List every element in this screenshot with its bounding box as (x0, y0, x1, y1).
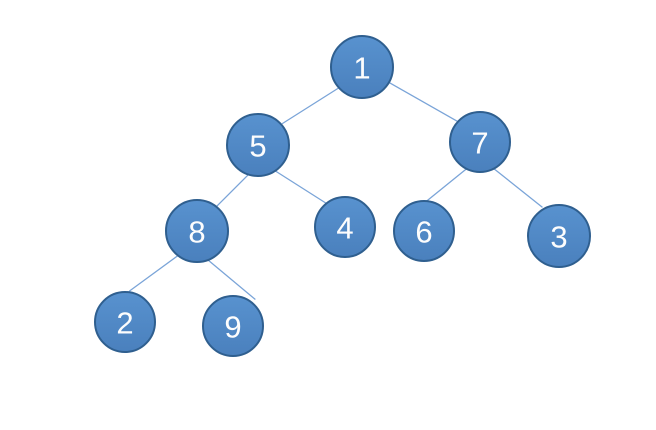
tree-edge-7-3 (487, 163, 543, 208)
tree-node-2: 2 (94, 291, 156, 353)
tree-node-circle-3 (527, 204, 591, 268)
tree-node-5: 5 (226, 113, 290, 177)
tree-node-4: 4 (314, 196, 376, 258)
tree-node-circle-6 (393, 200, 455, 262)
tree-edge-1-7 (383, 78, 462, 125)
tree-node-1: 1 (330, 35, 394, 99)
tree-edge-1-5 (281, 84, 344, 125)
tree-node-7: 7 (449, 111, 511, 173)
tree-node-circle-9 (202, 295, 264, 357)
tree-node-circle-4 (314, 196, 376, 258)
tree-node-9: 9 (202, 295, 264, 357)
tree-edge-5-8 (213, 170, 253, 210)
tree-node-circle-8 (165, 199, 229, 263)
tree-node-8: 8 (165, 199, 229, 263)
tree-node-circle-5 (226, 113, 290, 177)
tree-edge-7-6 (422, 165, 471, 205)
tree-edge-8-2 (128, 252, 183, 292)
tree-node-3: 3 (527, 204, 591, 268)
tree-edge-8-9 (202, 255, 256, 300)
tree-node-circle-2 (94, 291, 156, 353)
tree-node-circle-7 (449, 111, 511, 173)
tree-edge-5-4 (270, 167, 328, 205)
tree-node-circle-1 (330, 35, 394, 99)
tree-node-6: 6 (393, 200, 455, 262)
